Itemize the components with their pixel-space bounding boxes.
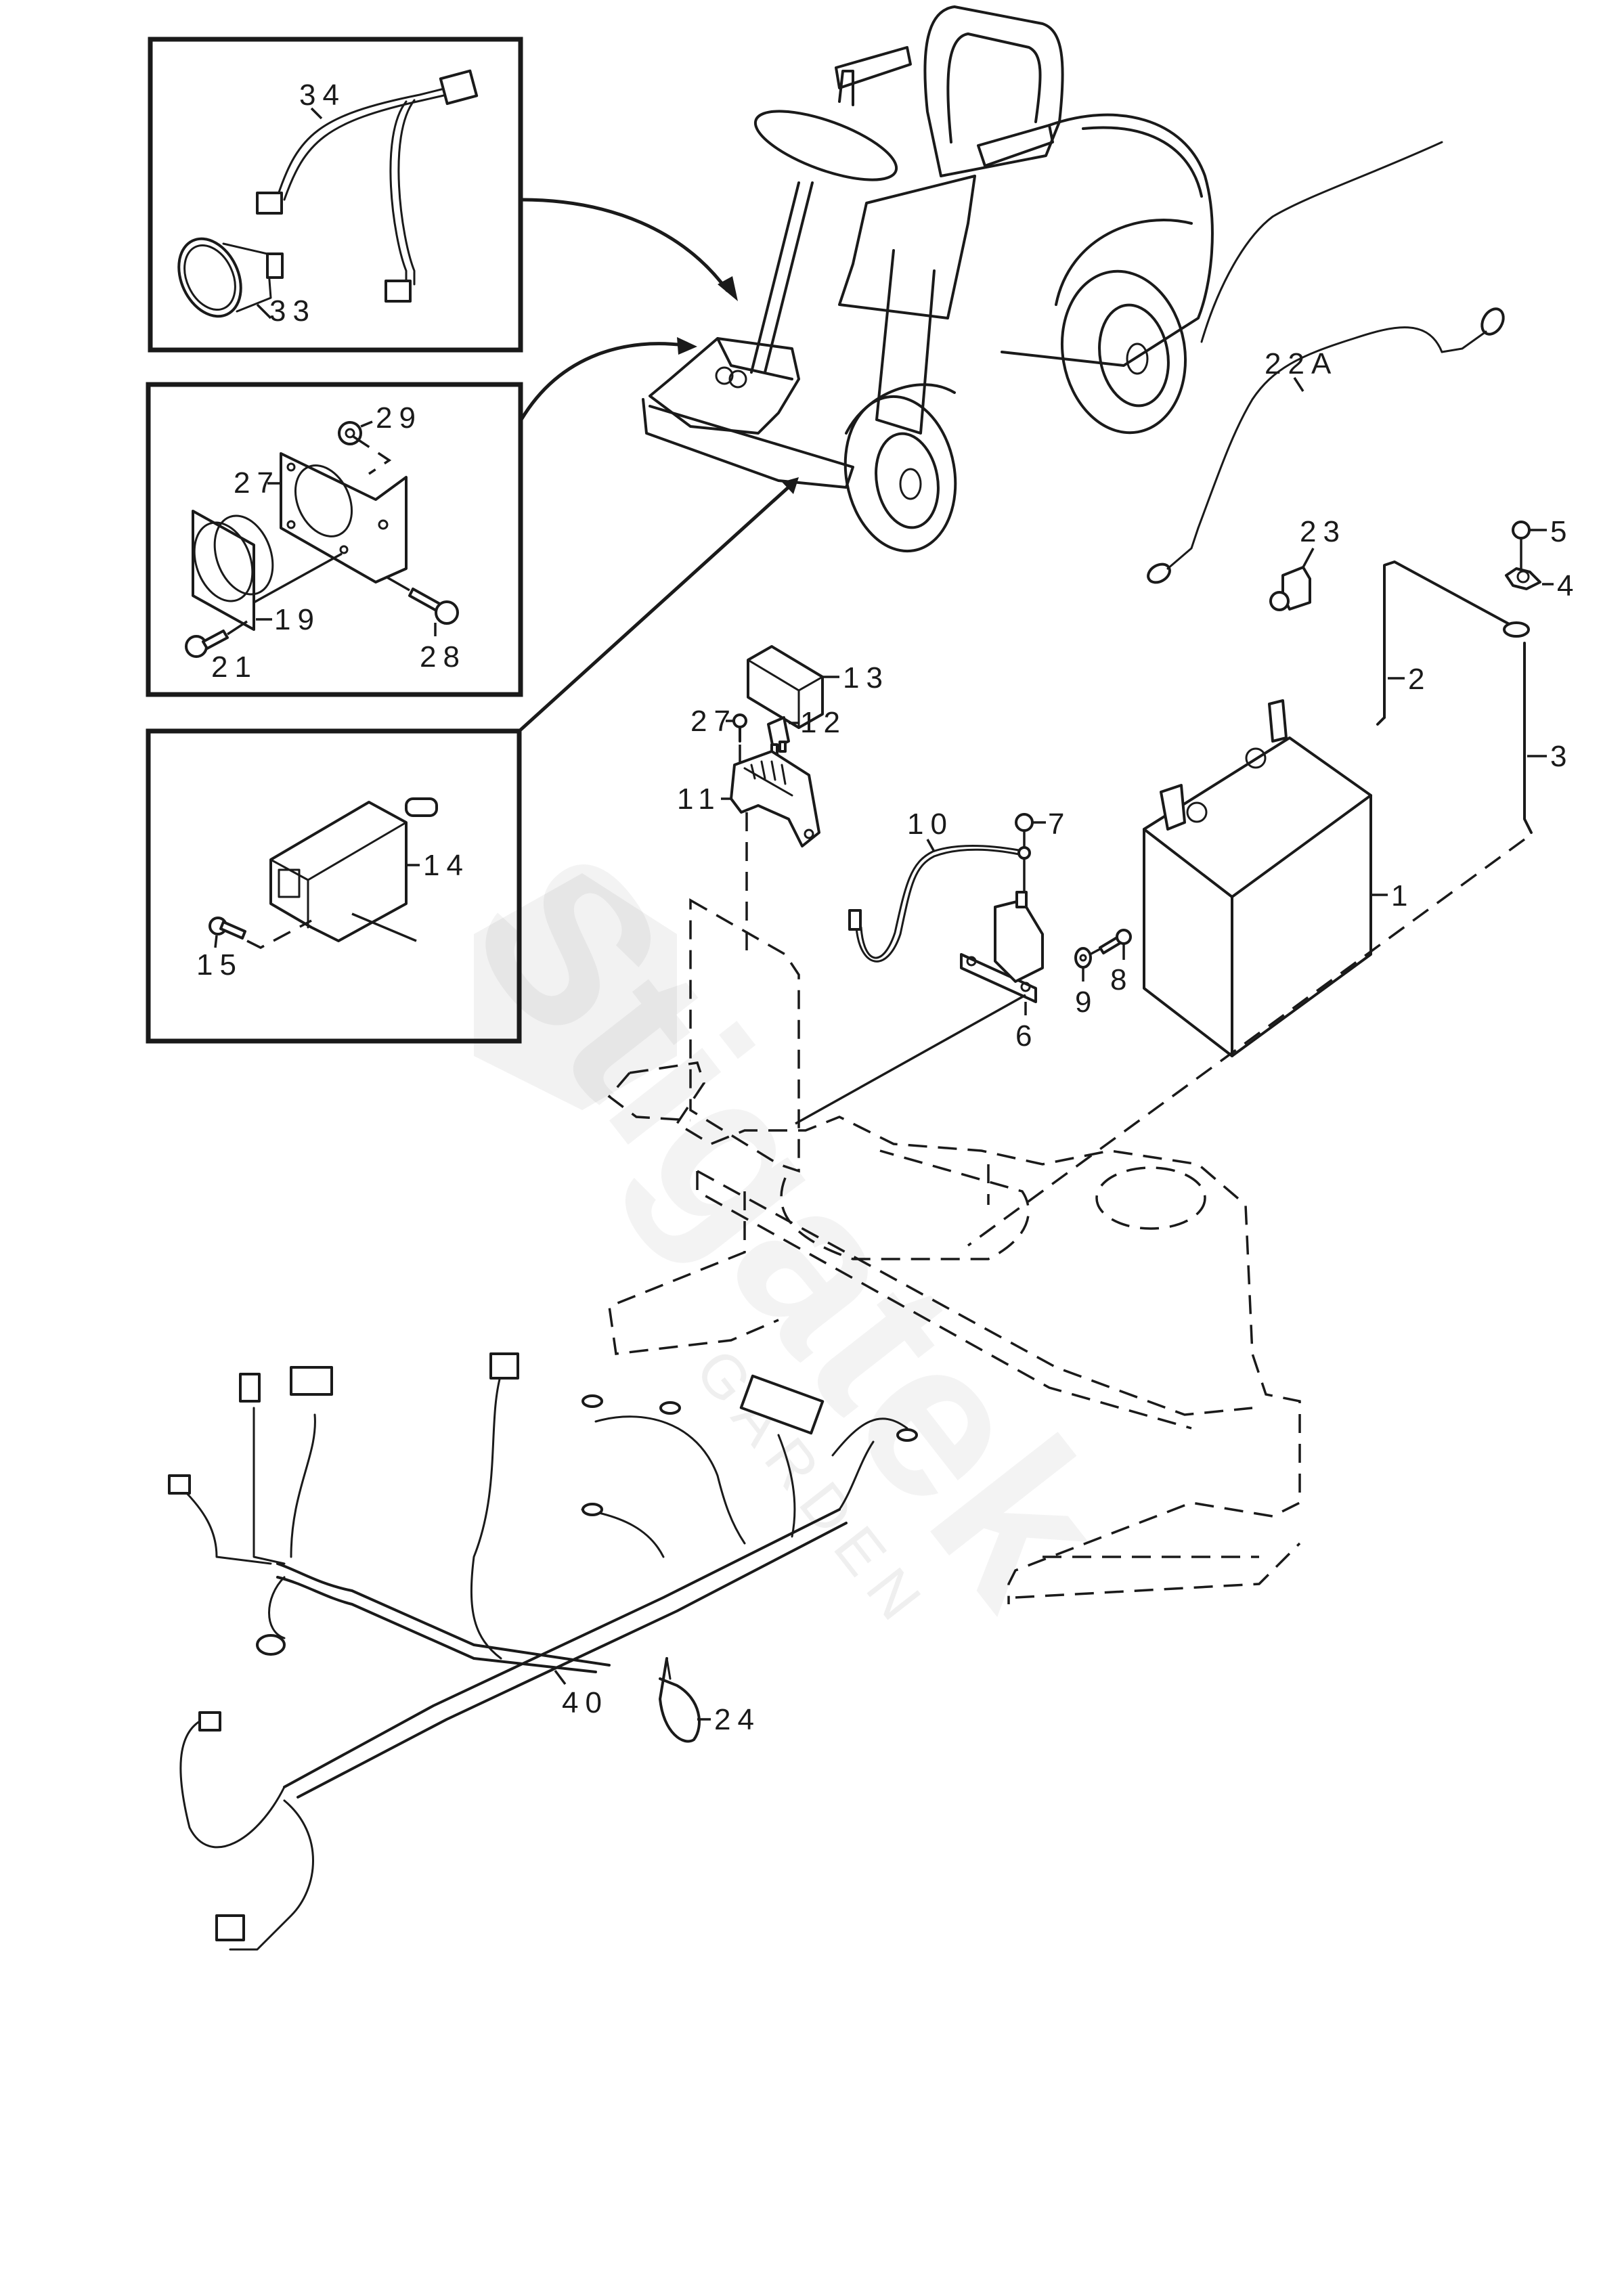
- watermark-logo-icon: [474, 873, 677, 1110]
- ground-cable-icon: [1147, 141, 1505, 584]
- callout-9: 9: [1075, 986, 1098, 1019]
- callout-3: 3: [1550, 740, 1573, 773]
- washer-icon: [1074, 947, 1092, 969]
- callout-27-screw: 27: [690, 705, 737, 738]
- main-wiring-harness-icon: [168, 1352, 918, 1951]
- callout-12: 12: [800, 706, 847, 739]
- cable-icon: [848, 844, 1020, 963]
- callout-15: 15: [196, 948, 243, 982]
- screw-icon: [1099, 929, 1132, 954]
- cable-tie-icon: [659, 1657, 701, 1743]
- callout-14: 14: [423, 849, 470, 882]
- nut-icon: [1512, 521, 1531, 539]
- light-harness-icon: [256, 69, 479, 303]
- callout-33: 33: [269, 294, 316, 328]
- screw-icon: [209, 917, 246, 940]
- callout-13: 13: [843, 661, 890, 694]
- safety-switch-icon: [269, 797, 438, 942]
- chassis-frame-icon: [607, 898, 1301, 1604]
- tractor-icon: [642, 5, 1214, 553]
- callout-21: 21: [211, 651, 258, 684]
- battery-icon: [1143, 699, 1372, 1057]
- switch-icon: [1269, 566, 1311, 611]
- nut-icon: [338, 421, 362, 445]
- callout-28: 28: [420, 640, 466, 674]
- inset-box-socket: 27 29 28 19 21: [146, 382, 523, 697]
- callout-4: 4: [1557, 569, 1580, 602]
- callout-22A: 22A: [1265, 347, 1338, 380]
- fuse-icon: [767, 716, 790, 755]
- callout-7: 7: [1048, 808, 1071, 841]
- nut-icon: [1015, 813, 1034, 832]
- callout-34: 34: [299, 79, 346, 112]
- callout-5: 5: [1550, 515, 1573, 548]
- inset-box-safety-switch: 14 15: [146, 728, 522, 1044]
- fuse-box-cover-icon: [747, 645, 824, 729]
- callout-40: 40: [562, 1686, 609, 1719]
- power-socket-icon: [192, 510, 274, 631]
- bolt-icon: [408, 588, 459, 625]
- hold-down-rod-icon: [1376, 560, 1530, 726]
- callout-19: 19: [274, 603, 321, 636]
- callout-24: 24: [714, 1703, 761, 1736]
- callout-8: 8: [1110, 963, 1133, 996]
- work-lamp-icon: [177, 237, 284, 318]
- threaded-rod-icon: [1523, 642, 1533, 834]
- solenoid-icon: [960, 891, 1044, 1003]
- callout-1: 1: [1391, 879, 1414, 912]
- inset-box-work-light: 34 33: [148, 37, 523, 353]
- callout-11: 11: [677, 782, 722, 816]
- fuse-holder-icon: [730, 750, 820, 847]
- screw-icon: [185, 630, 229, 658]
- callout-2: 2: [1408, 663, 1431, 696]
- wing-nut-icon: [1505, 567, 1541, 590]
- pointer-arrows: [518, 198, 799, 732]
- callout-29: 29: [376, 401, 422, 435]
- socket-bracket-icon: [280, 452, 408, 583]
- callout-6: 6: [1015, 1019, 1038, 1053]
- callout-10: 10: [907, 808, 954, 841]
- callout-27-bracket: 27: [234, 466, 280, 500]
- callout-23: 23: [1300, 515, 1346, 548]
